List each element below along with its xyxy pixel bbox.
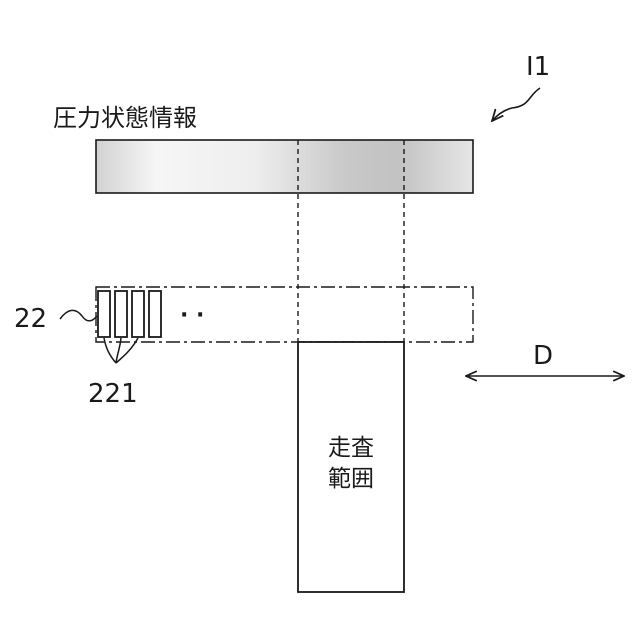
sensor-array-ref-label: 22 [14,304,47,334]
direction-label: D [533,341,553,371]
sensor-ellipsis: · · [180,303,204,328]
pressure-state-label: 圧力状態情報 [53,104,197,132]
pressure-state-bar [96,140,473,193]
sensor-array-leader [60,310,97,321]
sensor-element [98,291,110,337]
scan-range-label-line2: 範囲 [328,466,374,492]
figure-ref-leader-arrow [492,88,540,121]
sensor-element-ref-label: 221 [88,379,138,409]
sensor-elements [98,291,161,337]
figure-ref-label: I1 [526,52,550,82]
sensor-element [115,291,127,337]
sensor-element [132,291,144,337]
sensor-element [149,291,161,337]
scan-range-label-line1: 走査 [328,435,374,461]
